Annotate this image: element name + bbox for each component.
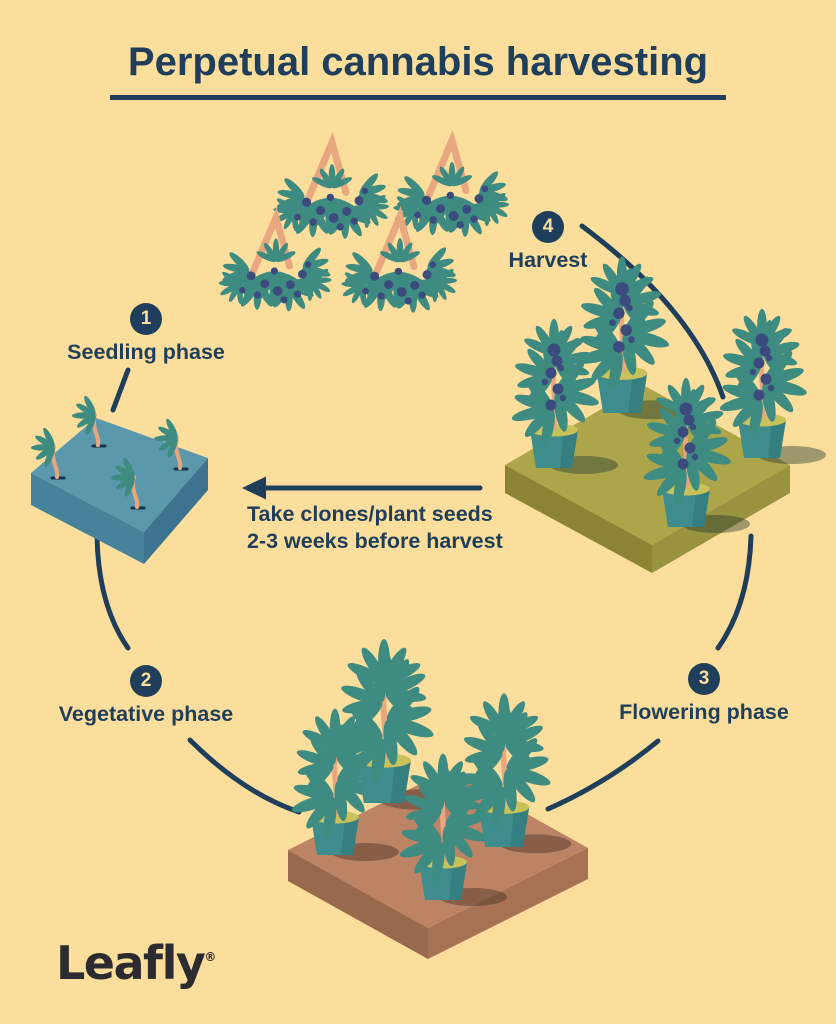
cycle-arc-3-to-flower — [715, 533, 754, 651]
registered-trademark-mark: ® — [204, 950, 217, 964]
cycle-arc-2-to-veg — [187, 737, 302, 815]
clone-arrow — [242, 476, 483, 500]
step-2-badge: 2 — [130, 665, 162, 697]
step-3-badge: 3 — [688, 663, 720, 695]
step-4-label: Harvest — [508, 248, 588, 272]
title-bar: Perpetual cannabis harvesting — [0, 40, 836, 100]
leafly-logo-text: Leafly — [56, 936, 206, 990]
step-3-label: Flowering phase — [619, 700, 789, 724]
step-2-label: Vegetative phase — [58, 702, 234, 726]
step-flowering: 3 Flowering phase — [584, 663, 824, 725]
page-title: Perpetual cannabis harvesting — [109, 40, 727, 100]
cycle-arc-veg-to-3 — [545, 738, 661, 812]
leafly-logo: Leafly® — [56, 936, 216, 990]
step-seedling: 1 Seedling phase — [36, 303, 256, 365]
leader-line-seedling — [110, 367, 131, 413]
seedling-tray — [30, 394, 208, 564]
step-harvest: 4 Harvest — [448, 211, 648, 273]
clone-arrow-note: Take clones/plant seeds 2-3 weeks before… — [247, 501, 503, 555]
step-1-label: Seedling phase — [67, 340, 225, 364]
hanging-plant — [333, 216, 466, 324]
step-1-badge: 1 — [130, 303, 162, 335]
step-vegetative: 2 Vegetative phase — [26, 665, 266, 727]
cycle-arc-4-to-flower — [579, 223, 726, 400]
step-4-badge: 4 — [532, 211, 564, 243]
cycle-arc-1-to-2 — [94, 532, 131, 651]
clone-arrow-note-line2: 2-3 weeks before harvest — [247, 529, 503, 553]
clone-arrow-note-line1: Take clones/plant seeds — [247, 502, 493, 526]
hanging-plant — [265, 142, 398, 250]
cycle-arcs — [94, 223, 754, 815]
